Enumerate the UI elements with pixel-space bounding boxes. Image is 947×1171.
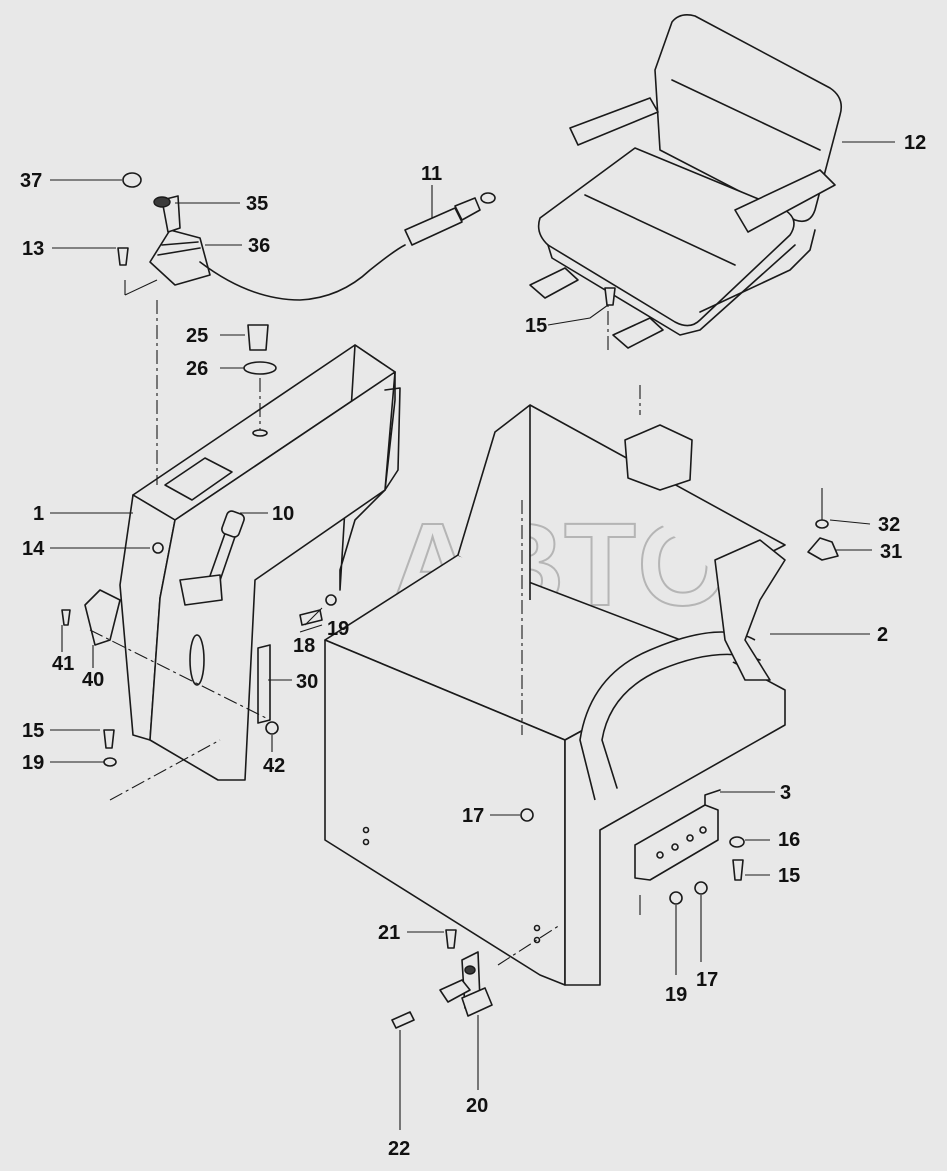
callout-25: 25 xyxy=(186,325,208,347)
callout-3: 3 xyxy=(780,782,791,804)
callout-18: 18 xyxy=(293,635,315,657)
clamp-part xyxy=(439,951,493,1017)
callout-32: 32 xyxy=(878,514,900,536)
callout-22: 22 xyxy=(388,1138,410,1160)
callout-37: 37 xyxy=(20,170,42,192)
callout-2: 2 xyxy=(877,624,888,646)
callout-21: 21 xyxy=(378,922,400,944)
console-part xyxy=(119,344,401,781)
callout-26: 26 xyxy=(186,358,208,380)
lever-part xyxy=(179,510,245,606)
callout-20: 20 xyxy=(466,1095,488,1117)
callout-11: 11 xyxy=(421,163,442,185)
callout-19-bracket: 19 xyxy=(665,984,687,1006)
callout-42: 42 xyxy=(263,755,285,777)
cap-part xyxy=(247,324,269,351)
callout-30: 30 xyxy=(296,671,318,693)
callout-labels: 37 35 36 13 11 12 15 25 26 1 10 14 19 18… xyxy=(20,132,926,1160)
callout-17-bracket: 17 xyxy=(696,969,718,991)
callout-19-console: 19 xyxy=(327,618,349,640)
callout-10: 10 xyxy=(272,503,294,525)
callout-15-bracket: 15 xyxy=(778,865,800,887)
joystick-part xyxy=(122,172,496,301)
callout-31: 31 xyxy=(880,541,902,563)
callout-19-base: 19 xyxy=(22,752,44,774)
center-lines xyxy=(89,300,641,966)
callout-12: 12 xyxy=(904,132,926,154)
seat-box-part xyxy=(324,404,786,986)
callout-17-box: 17 xyxy=(462,805,484,827)
seat-rail-part xyxy=(529,267,664,349)
callout-35: 35 xyxy=(246,193,268,215)
bracket-part xyxy=(634,789,721,881)
callout-1: 1 xyxy=(33,503,44,525)
fastener-set xyxy=(61,247,839,1029)
callout-13: 13 xyxy=(22,238,44,260)
cover-plate-part xyxy=(84,589,121,646)
callout-40: 40 xyxy=(82,669,104,691)
callout-15-console: 15 xyxy=(22,720,44,742)
callout-16: 16 xyxy=(778,829,800,851)
callout-15-seat: 15 xyxy=(525,315,547,337)
seat-part xyxy=(537,14,843,336)
callout-14: 14 xyxy=(22,538,45,560)
rod-part xyxy=(257,644,271,724)
callout-41: 41 xyxy=(52,653,74,675)
callout-36: 36 xyxy=(248,235,270,257)
washer-part xyxy=(243,361,277,375)
leader-lines xyxy=(50,141,895,1130)
